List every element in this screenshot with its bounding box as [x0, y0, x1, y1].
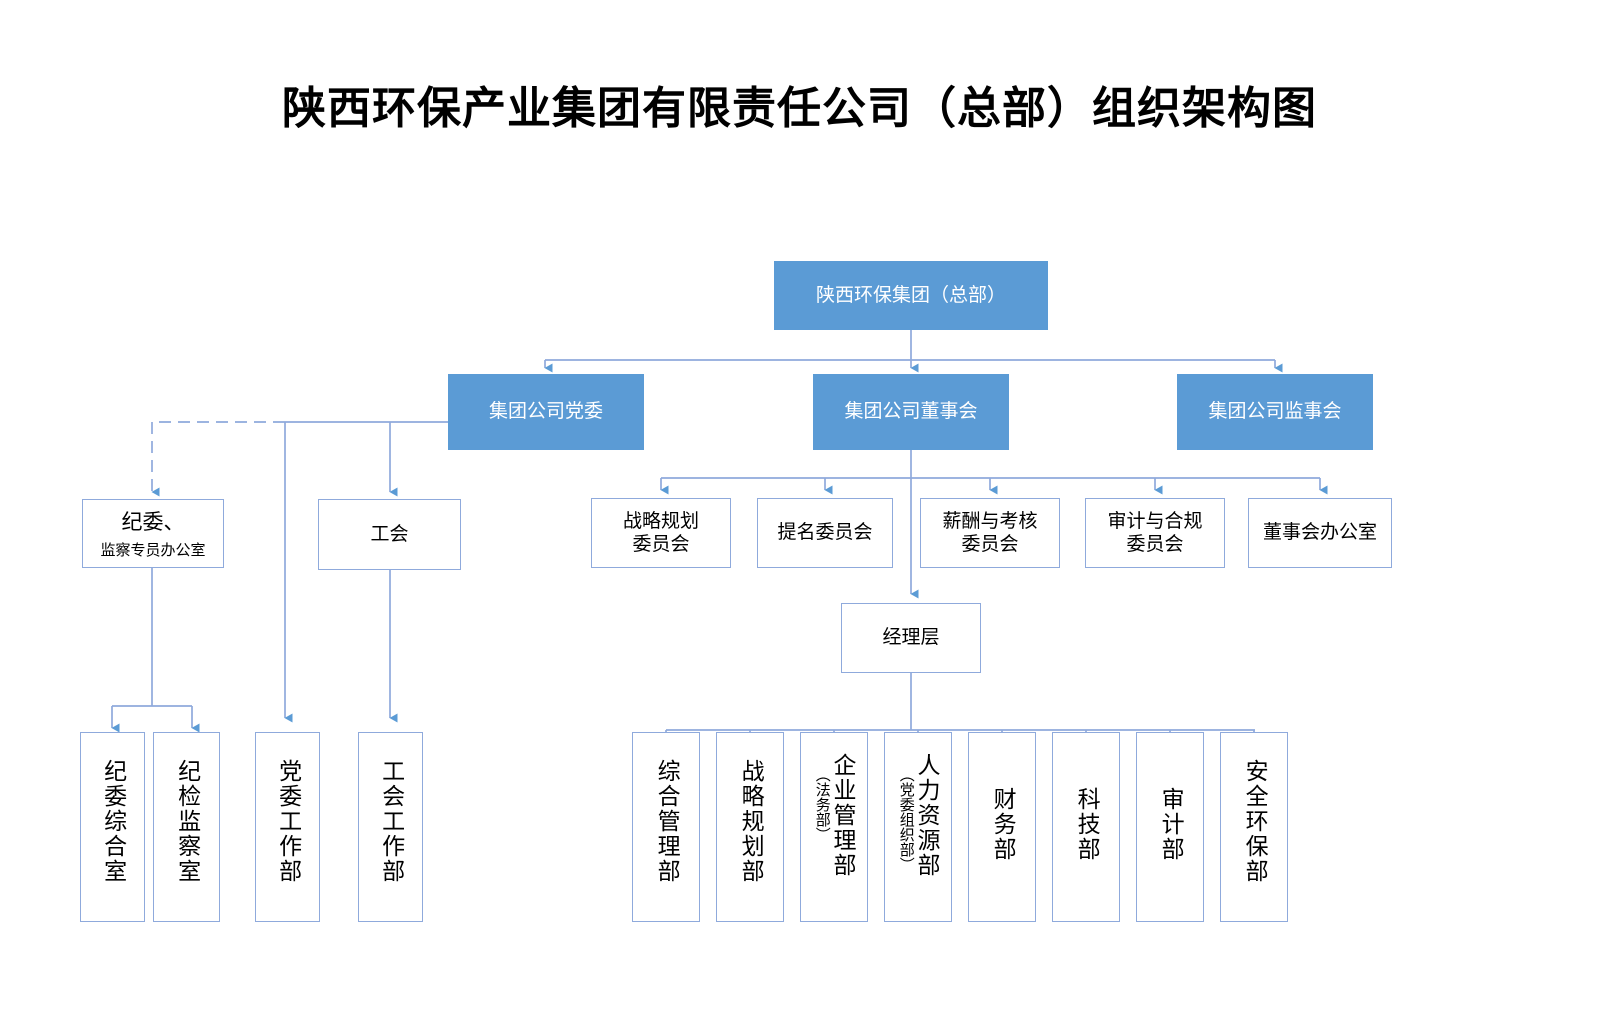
dept-label: 安全环保部 [1241, 759, 1268, 884]
node-compensation-committee[interactable]: 薪酬与考核 委员会 [920, 498, 1060, 568]
dept-label: 纪委综合室 [99, 759, 126, 884]
node-board-of-directors-label: 集团公司董事会 [844, 400, 978, 423]
node-party-committee-label: 集团公司党委 [488, 400, 603, 423]
node-board-of-directors[interactable]: 集团公司董事会 [813, 374, 1009, 450]
dept-label: 财务部 [989, 787, 1016, 862]
dept-renli-ziyuan-bu[interactable]: 人力资源部 （党委组织部） [884, 732, 952, 922]
dept-label: 工会工作部 [377, 759, 404, 884]
dept-jijian-jiancha-shi[interactable]: 纪检监察室 [153, 732, 220, 922]
dept-anquan-huanbao-bu[interactable]: 安全环保部 [1220, 732, 1288, 922]
node-labor-union-label: 工会 [370, 522, 409, 545]
node-nomination-committee[interactable]: 提名委员会 [757, 498, 893, 568]
node-audit-compliance-committee[interactable]: 审计与合规 委员会 [1085, 498, 1225, 568]
dept-sublabel: （党委组织部） [897, 767, 916, 872]
node-management-layer-label: 经理层 [882, 626, 940, 649]
dept-zhanlue-guihua-bu[interactable]: 战略规划部 [716, 732, 784, 922]
node-strategy-committee[interactable]: 战略规划 委员会 [591, 498, 731, 568]
dept-gonghui-gongzuo-bu[interactable]: 工会工作部 [358, 732, 423, 922]
dept-label: 战略规划部 [737, 759, 764, 884]
node-labor-union[interactable]: 工会 [318, 499, 461, 570]
node-audit-compliance-committee-line1: 审计与合规 [1107, 509, 1203, 532]
page-title: 陕西环保产业集团有限责任公司（总部）组织架构图 [282, 83, 1317, 134]
dept-dangwei-gongzuo-bu[interactable]: 党委工作部 [255, 732, 320, 922]
dept-keji-bu[interactable]: 科技部 [1052, 732, 1120, 922]
node-audit-compliance-committee-line2: 委员会 [1126, 533, 1184, 555]
dept-label: 审计部 [1157, 787, 1184, 862]
node-discipline-office[interactable]: 纪委、 监察专员办公室 [82, 499, 224, 568]
node-management-layer[interactable]: 经理层 [841, 603, 981, 673]
dept-label: 纪检监察室 [173, 759, 200, 884]
dept-jiwei-zonghe-shi[interactable]: 纪委综合室 [80, 732, 145, 922]
node-board-of-supervisors[interactable]: 集团公司监事会 [1177, 374, 1373, 450]
node-board-office-label: 董事会办公室 [1262, 521, 1377, 544]
node-board-of-supervisors-label: 集团公司监事会 [1208, 400, 1342, 423]
node-strategy-committee-line2: 委员会 [632, 533, 690, 555]
node-discipline-office-line1: 纪委、 [121, 509, 185, 534]
node-party-committee[interactable]: 集团公司党委 [448, 374, 644, 450]
node-root-label: 陕西环保集团（总部） [815, 283, 1006, 306]
node-board-office[interactable]: 董事会办公室 [1248, 498, 1392, 568]
dept-label: 综合管理部 [653, 759, 680, 884]
dept-qiye-guanli-bu[interactable]: 企业管理部 （法务部） [800, 732, 868, 922]
node-discipline-office-line2: 监察专员办公室 [100, 541, 206, 560]
dept-sublabel: （法务部） [813, 767, 832, 842]
dept-caiwu-bu[interactable]: 财务部 [968, 732, 1036, 922]
dept-zonghe-guanli-bu[interactable]: 综合管理部 [632, 732, 700, 922]
node-compensation-committee-line1: 薪酬与考核 [942, 509, 1038, 532]
dept-shenji-bu[interactable]: 审计部 [1136, 732, 1204, 922]
node-strategy-committee-line1: 战略规划 [622, 509, 699, 532]
dept-label: 党委工作部 [274, 759, 301, 884]
node-nomination-committee-label: 提名委员会 [777, 521, 873, 544]
dept-label: 企业管理部 [828, 753, 855, 878]
node-compensation-committee-line2: 委员会 [961, 533, 1019, 555]
node-root[interactable]: 陕西环保集团（总部） [774, 261, 1048, 330]
dept-label: 科技部 [1073, 787, 1100, 862]
dept-label: 人力资源部 [912, 753, 939, 878]
